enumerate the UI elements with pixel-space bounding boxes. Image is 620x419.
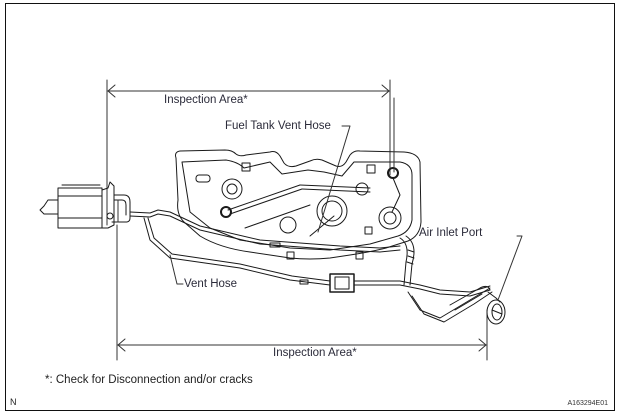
fuel-tank-vent-hose-label: Fuel Tank Vent Hose (225, 120, 331, 132)
fuel-tank (175, 149, 422, 260)
footnote: *: Check for Disconnection and/or cracks (45, 374, 253, 386)
figure-id: A163294E01 (567, 400, 608, 407)
bottom-inspection-dimension (116, 224, 488, 361)
vent-hose-lines (129, 209, 491, 297)
inspection-area-bottom-label: Inspection Area* (273, 347, 357, 359)
top-inspection-dimension (106, 79, 391, 226)
inspection-area-top-label: Inspection Area* (164, 94, 248, 106)
orientation-mark: N (10, 397, 17, 407)
vent-hose-label: Vent Hose (184, 278, 238, 290)
air-inlet-assembly (399, 235, 506, 325)
air-inlet-port-label: Air Inlet Port (419, 227, 483, 239)
charcoal-canister (39, 181, 131, 229)
leader-lines (117, 97, 523, 301)
